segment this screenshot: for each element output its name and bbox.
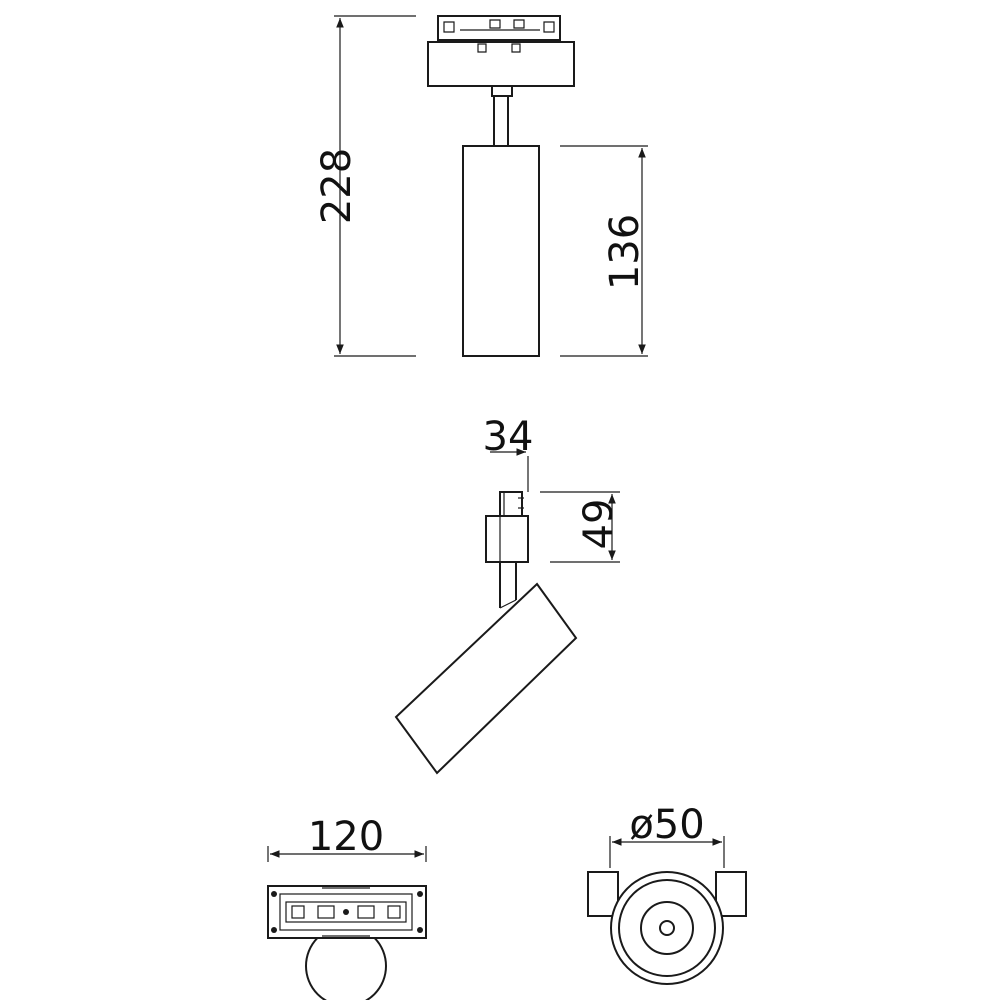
lens-view-left-tab bbox=[587, 871, 619, 917]
top-view-contacts bbox=[291, 887, 401, 937]
lens-view: ø50 bbox=[587, 802, 747, 985]
lens-view-outer-ring bbox=[610, 871, 724, 985]
top-view: 120 bbox=[267, 814, 427, 1000]
dimension-track-length: 120 bbox=[267, 814, 427, 862]
front-adapter-clip bbox=[437, 15, 561, 53]
side-lamp-body bbox=[394, 582, 578, 775]
dimension-body-height: 136 bbox=[560, 145, 648, 357]
track-length-label: 120 bbox=[308, 814, 384, 860]
side-view: 34 49 bbox=[394, 414, 622, 775]
lens-view-reflector bbox=[640, 901, 694, 955]
total-height-label: 228 bbox=[314, 148, 360, 224]
body-height-label: 136 bbox=[602, 214, 648, 290]
front-housing-box bbox=[427, 41, 575, 87]
adapter-height-label: 49 bbox=[576, 499, 622, 550]
side-adapter-box bbox=[485, 515, 529, 563]
adapter-width-label: 34 bbox=[483, 414, 534, 460]
dimension-total-height: 228 bbox=[314, 15, 416, 357]
dimension-diameter: ø50 bbox=[609, 802, 725, 868]
lens-view-right-tab bbox=[715, 871, 747, 917]
lens-view-inner-ring bbox=[618, 879, 716, 977]
front-stem bbox=[491, 85, 513, 146]
dimension-adapter-height: 49 bbox=[540, 491, 622, 563]
lens-view-led bbox=[659, 920, 675, 936]
side-stem bbox=[499, 562, 517, 608]
top-view-screws bbox=[271, 891, 423, 933]
side-adapter-clip bbox=[499, 491, 524, 517]
dimension-adapter-width: 34 bbox=[483, 414, 534, 492]
diameter-label: ø50 bbox=[629, 802, 704, 848]
front-lamp-body bbox=[462, 145, 540, 357]
front-view: 228 136 bbox=[314, 15, 648, 357]
